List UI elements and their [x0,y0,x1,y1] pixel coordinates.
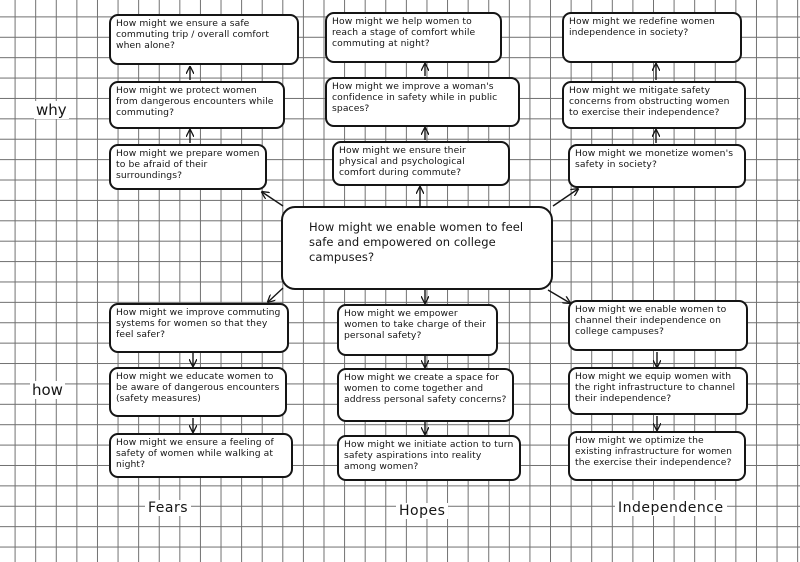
fears-how-box-1: How might we improve commuting systems f… [109,303,289,353]
arrow-center-to-indep-how [547,289,570,303]
side-label-why: why [34,101,69,119]
independence-how-box-1: How might we enable women to channel the… [568,300,748,351]
fears-why-box-3: How might we prepare women to be afraid … [109,144,267,190]
arrow-center-to-indep-why [552,189,578,207]
independence-how-box-2: How might we equip women with the right … [568,367,748,415]
hopes-why-box-3: How might we ensure their physical and p… [332,141,510,186]
fears-why-box-1: How might we ensure a safe commuting tri… [109,14,299,65]
fears-how-box-2: How might we educate women to be aware o… [109,367,287,417]
hopes-how-box-1: How might we empower women to take charg… [337,304,498,356]
fears-why-box-2: How might we protect women from dangerou… [109,81,285,129]
hopes-how-box-2: How might we create a space for women to… [337,368,514,422]
independence-how-box-3: How might we optimize the existing infra… [568,431,746,481]
fears-how-box-3: How might we ensure a feeling of safety … [109,433,293,478]
arrow-center-to-fears-why [262,192,284,207]
center-question-box: How might we enable women to feel safe a… [281,206,553,290]
hopes-why-box-2: How might we improve a woman's confidenc… [325,77,520,127]
column-label-hopes: Hopes [396,503,449,519]
independence-why-box-3: How might we monetize women's safety in … [568,144,746,188]
column-label-independence: Independence [615,500,727,516]
independence-why-box-2: How might we mitigate safety concerns fr… [562,81,746,129]
arrow-center-to-fears-how [268,287,284,302]
column-label-fears: Fears [145,500,192,516]
side-label-how: how [30,381,65,399]
hopes-how-box-3: How might we initiate action to turn saf… [337,435,521,481]
hopes-why-box-1: How might we help women to reach a stage… [325,12,502,63]
independence-why-box-1: How might we redefine women independence… [562,12,742,63]
